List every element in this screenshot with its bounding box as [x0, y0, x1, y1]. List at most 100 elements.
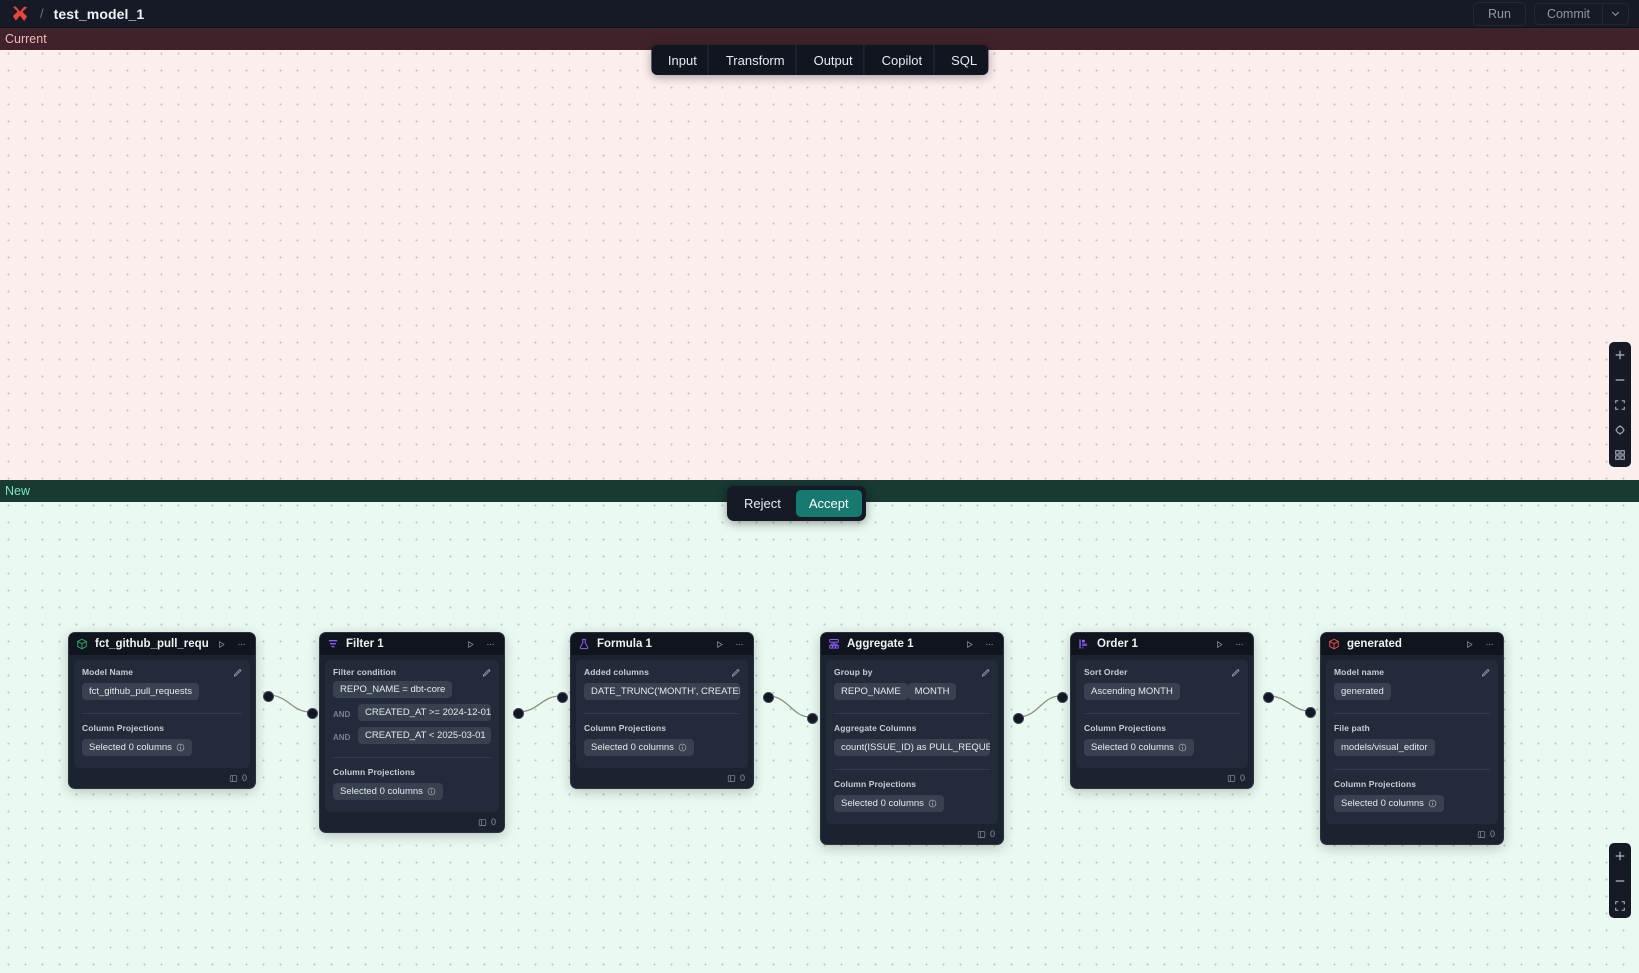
commit-button-group: Commit — [1533, 2, 1629, 25]
value-chip[interactable]: Selected 0 columns — [584, 739, 694, 756]
condition-chip[interactable]: REPO_NAME = dbt-core — [333, 681, 453, 698]
condition-chip[interactable]: CREATED_AT >= 2024-12-01 — [358, 704, 491, 721]
zoom-out-icon[interactable] — [1609, 868, 1631, 893]
graph-node-source[interactable]: fct_github_pull_requests Model Namefct_g… — [68, 632, 256, 789]
flask-icon — [579, 638, 589, 650]
node-header: Filter 1 — [320, 633, 504, 655]
cube-icon — [1329, 638, 1339, 650]
value-chip[interactable]: generated — [1334, 683, 1391, 700]
node-port[interactable] — [807, 713, 818, 724]
node-footer: 0 — [320, 817, 504, 832]
value-chip[interactable]: Selected 0 columns — [1334, 795, 1444, 812]
node-edit-button[interactable] — [731, 667, 741, 677]
section-label: Column Projections — [1084, 713, 1240, 733]
pane-current: Current — [0, 28, 1639, 480]
value-chip[interactable]: Selected 0 columns — [82, 739, 192, 756]
value-chip[interactable]: Selected 0 columns — [834, 795, 944, 812]
grid-icon[interactable] — [1609, 442, 1631, 467]
section-label: Column Projections — [584, 713, 740, 733]
value-chip[interactable]: models/visual_editor — [1334, 739, 1435, 756]
node-port[interactable] — [513, 708, 524, 719]
chip-text: Selected 0 columns — [340, 786, 423, 797]
info-icon — [176, 743, 185, 752]
zoom-in-icon[interactable] — [1609, 342, 1631, 367]
target-icon[interactable] — [1609, 417, 1631, 442]
play-icon — [1466, 640, 1473, 648]
fit-screen-icon[interactable] — [1609, 392, 1631, 417]
node-edit-button[interactable] — [1231, 667, 1241, 677]
run-button[interactable]: Run — [1473, 1, 1526, 26]
reject-button[interactable]: Reject — [731, 490, 794, 517]
node-header: generated — [1321, 633, 1503, 655]
node-more-button[interactable] — [484, 640, 497, 649]
node-edit-button[interactable] — [233, 667, 243, 677]
value-chip[interactable]: Selected 0 columns — [1084, 739, 1194, 756]
value-chip[interactable]: count(ISSUE_ID) as PULL_REQUEST_… — [834, 739, 990, 756]
fit-screen-icon[interactable] — [1609, 893, 1631, 918]
toolbar-item-input[interactable]: Input — [651, 45, 709, 75]
chip-text: Selected 0 columns — [1341, 798, 1424, 809]
pencil-icon — [981, 668, 990, 677]
chip-text: MONTH — [914, 686, 950, 697]
logo-x-icon[interactable] — [10, 4, 30, 24]
node-port[interactable] — [1305, 707, 1316, 718]
commit-button[interactable]: Commit — [1546, 6, 1590, 21]
zoom-in-icon[interactable] — [1609, 843, 1631, 868]
node-more-button[interactable] — [983, 640, 996, 649]
node-header: fct_github_pull_requests — [69, 633, 255, 655]
node-run-button[interactable] — [713, 640, 726, 649]
node-more-button[interactable] — [1233, 640, 1246, 649]
value-chip[interactable]: DATE_TRUNC('MONTH', CREATED_AT… — [584, 683, 740, 700]
value-chip[interactable]: Selected 0 columns — [333, 783, 443, 800]
play-icon — [1216, 640, 1223, 648]
node-title: generated — [1347, 638, 1402, 650]
toolbar-item-output[interactable]: Output — [797, 45, 865, 75]
toolbar-item-transform[interactable]: Transform — [709, 45, 797, 75]
value-chip[interactable]: Ascending MONTH — [1084, 683, 1180, 700]
chevron-down-icon[interactable] — [1602, 3, 1628, 24]
node-run-button[interactable] — [1463, 640, 1476, 649]
section-label: Column Projections — [333, 757, 491, 777]
pane-label-current: Current — [0, 28, 1639, 50]
node-port[interactable] — [307, 708, 318, 719]
node-run-button[interactable] — [215, 640, 228, 649]
row-count: 0 — [1239, 773, 1245, 783]
node-port[interactable] — [1057, 692, 1068, 703]
value-chip[interactable]: fct_github_pull_requests — [82, 683, 199, 700]
row-count: 0 — [1489, 829, 1495, 839]
toolbar-item-sql[interactable]: SQL — [934, 45, 988, 75]
node-edit-button[interactable] — [1481, 667, 1491, 677]
condition-chip[interactable]: CREATED_AT < 2025-03-01 — [358, 727, 491, 744]
node-edit-button[interactable] — [482, 667, 492, 677]
node-port[interactable] — [763, 692, 774, 703]
node-more-button[interactable] — [1483, 640, 1496, 649]
section-label: File path — [1334, 713, 1490, 733]
zoom-out-icon[interactable] — [1609, 367, 1631, 392]
node-run-button[interactable] — [1213, 640, 1226, 649]
node-port[interactable] — [1263, 692, 1274, 703]
node-port[interactable] — [263, 691, 274, 702]
node-more-button[interactable] — [733, 640, 746, 649]
play-icon — [218, 640, 225, 648]
node-port[interactable] — [557, 692, 568, 703]
section-label: Aggregate Columns — [834, 713, 990, 733]
condition-row: REPO_NAME = dbt-core — [333, 681, 491, 701]
node-edit-button[interactable] — [981, 667, 991, 677]
page-title: test_model_1 — [53, 5, 145, 22]
node-more-button[interactable] — [235, 640, 248, 649]
condition-operator: AND — [333, 709, 351, 719]
value-chip[interactable]: MONTH — [907, 683, 957, 700]
node-run-button[interactable] — [963, 640, 976, 649]
toolbar-item-copilot[interactable]: Copilot — [865, 45, 935, 75]
value-chip[interactable]: REPO_NAME — [834, 683, 908, 700]
pencil-icon — [1481, 668, 1490, 677]
accept-button[interactable]: Accept — [795, 490, 862, 517]
node-port[interactable] — [1013, 713, 1024, 724]
node-run-button[interactable] — [464, 640, 477, 649]
